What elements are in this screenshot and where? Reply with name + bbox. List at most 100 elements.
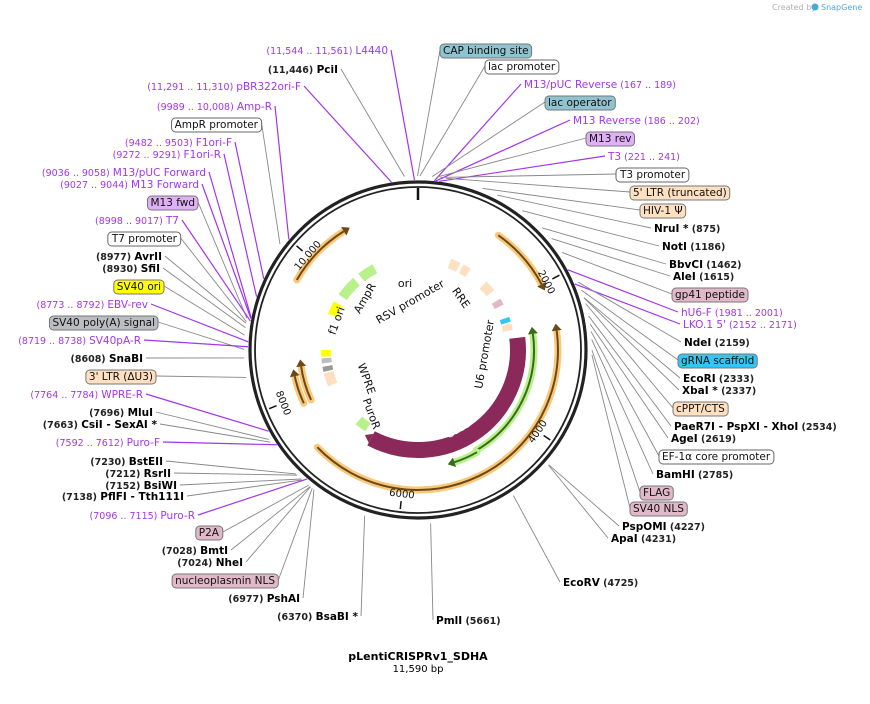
svg-text:(8998 .. 9017) T7: (8998 .. 9017) T7 — [95, 215, 179, 227]
label-m13-fwd[interactable]: M13 fwd — [146, 195, 199, 211]
leader-line — [181, 219, 251, 322]
label-p2a[interactable]: P2A — [195, 525, 224, 541]
label-t7-promoter[interactable]: T7 promoter — [107, 231, 182, 247]
label-cap-binding-site[interactable]: CAP binding site — [439, 43, 533, 59]
label-sv40pa-r[interactable]: (8719 .. 8738) SV40pA-R — [18, 335, 141, 347]
label-bsabi[interactable]: (6370) BsaBI * — [277, 611, 358, 623]
label-bsiwi[interactable]: (7152) BsiWI — [105, 480, 177, 492]
svg-text:ApaI (4231): ApaI (4231) — [611, 533, 676, 545]
label-lac-operator[interactable]: lac operator — [544, 95, 616, 111]
label-sv40-poly-a-signal[interactable]: SV40 poly(A) signal — [48, 315, 159, 331]
label-5-ltr-truncated[interactable]: 5' LTR (truncated) — [629, 185, 731, 201]
leader-line — [589, 323, 669, 439]
inner-label-u6-promoter[interactable]: U6 promoter — [472, 319, 497, 390]
svg-text:(7212) RsrII: (7212) RsrII — [105, 468, 171, 480]
label-ecori[interactable]: EcoRI (2333) — [683, 373, 754, 385]
label-flag[interactable]: FLAG — [639, 485, 674, 501]
label-xbai[interactable]: XbaI * (2337) — [682, 385, 756, 397]
label-pflfi-tth111i[interactable]: (7138) PflFI - Tth111I — [62, 491, 184, 503]
label-m13-puc-reverse[interactable]: M13/pUC Reverse (167 .. 189) — [524, 79, 676, 91]
snapgene-credit[interactable]: Created by SnapGene — [772, 3, 862, 12]
label-t3[interactable]: T3 (221 .. 241) — [607, 151, 680, 163]
label-location: (8998 .. 9017) — [95, 216, 166, 227]
label-name: 5' LTR (truncated) — [633, 187, 727, 199]
svg-text:(9272 .. 9291) F1ori-R: (9272 .. 9291) F1ori-R — [113, 149, 221, 161]
inner-label-f1-ori[interactable]: f1 ori — [326, 305, 348, 336]
label-sv40-nls[interactable]: SV40 NLS — [629, 501, 688, 517]
label-ampr-promoter[interactable]: AmpR promoter — [171, 117, 263, 133]
label-mlui[interactable]: (7696) MluI — [89, 407, 153, 419]
label-hiv-1[interactable]: HIV-1 Ψ — [639, 203, 687, 219]
label-paer7i-pspxi-xhoi[interactable]: PaeR7I - PspXI - XhoI (2534) — [674, 421, 837, 433]
inner-label-ori[interactable]: ori — [398, 277, 412, 290]
leader-line — [180, 237, 247, 322]
label-gp41-peptide[interactable]: gp41 peptide — [671, 287, 749, 303]
label-amp-r[interactable]: (9989 .. 10,008) Amp-R — [157, 101, 272, 113]
label-nrui[interactable]: NruI * (875) — [654, 223, 720, 235]
label-apai[interactable]: ApaI (4231) — [611, 533, 676, 545]
label-name: NruI * — [654, 223, 689, 235]
label-nhei[interactable]: (7024) NheI — [177, 557, 243, 569]
label-ef-1-core-promoter[interactable]: EF-1α core promoter — [658, 449, 775, 465]
label-wpre-r[interactable]: (7764 .. 7784) WPRE-R — [30, 389, 143, 401]
label-noti[interactable]: NotI (1186) — [662, 241, 725, 253]
label-grna-scaffold[interactable]: gRNA scaffold — [677, 353, 758, 369]
label-bmti[interactable]: (7028) BmtI — [162, 545, 228, 557]
label-ebv-rev[interactable]: (8773 .. 8792) EBV-rev — [36, 299, 148, 311]
label-csii-sexai[interactable]: (7663) CsiI - SexAI * — [43, 419, 158, 431]
label-puro-f[interactable]: (7592 .. 7612) Puro-F — [56, 437, 160, 449]
svg-text:(7663) CsiI - SexAI *: (7663) CsiI - SexAI * — [43, 419, 158, 431]
label-agei[interactable]: AgeI (2619) — [671, 433, 736, 445]
label-3-ltr-u3[interactable]: 3' LTR (ΔU3) — [85, 369, 157, 385]
label-bbvci[interactable]: BbvCI (1462) — [669, 259, 741, 271]
label-name: pBR322ori-F — [236, 81, 301, 93]
label-location: (11,291 .. 11,310) — [147, 82, 236, 93]
label-snabi[interactable]: (8608) SnaBI — [71, 353, 143, 365]
label-sv40-ori[interactable]: SV40 ori — [113, 279, 165, 295]
label-pshai[interactable]: (6977) PshAI — [228, 593, 300, 605]
label-name: XbaI * — [682, 385, 718, 397]
label-lac-promoter[interactable]: lac promoter — [484, 59, 560, 75]
label-m13-reverse[interactable]: M13 Reverse (186 .. 202) — [573, 115, 700, 127]
leader-line — [173, 472, 298, 476]
label-ecorv[interactable]: EcoRV (4725) — [563, 577, 638, 589]
label-rsrii[interactable]: (7212) RsrII — [105, 468, 171, 480]
label-sfii[interactable]: (8930) SfiI — [102, 263, 160, 275]
svg-text:SV40 ori: SV40 ori — [117, 281, 161, 293]
label-f1ori-r[interactable]: (9272 .. 9291) F1ori-R — [113, 149, 221, 161]
label-cppt-cts[interactable]: cPPT/CTS — [672, 401, 729, 417]
leader-line — [551, 238, 671, 277]
label-t7[interactable]: (8998 .. 9017) T7 — [95, 215, 179, 227]
label-avrii[interactable]: (8977) AvrII — [96, 251, 162, 263]
label-f1ori-f[interactable]: (9482 .. 9503) F1ori-F — [125, 137, 232, 149]
label-pspomi[interactable]: PspOMI (4227) — [622, 521, 705, 533]
inner-feature-block — [323, 370, 338, 387]
label-location: (11,544 .. 11,561) — [266, 46, 355, 57]
label-pbr322ori-f[interactable]: (11,291 .. 11,310) pBR322ori-F — [147, 81, 301, 93]
label-puro-r[interactable]: (7096 .. 7115) Puro-R — [90, 510, 195, 522]
label-bsteii[interactable]: (7230) BstEII — [90, 456, 163, 468]
label-pmli[interactable]: PmlI (5661) — [436, 615, 501, 627]
label-hu6-f[interactable]: hU6-F (1981 .. 2001) — [681, 307, 783, 319]
inner-label-rre[interactable]: RRE — [449, 285, 472, 311]
label-ndei[interactable]: NdeI (2159) — [684, 337, 750, 349]
inner-label-wpre[interactable]: WPRE — [355, 361, 378, 396]
orf-arrow — [497, 234, 543, 285]
svg-text:PaeR7I - PspXI - XhoI (253: PaeR7I - PspXI - XhoI (2534) — [674, 421, 837, 433]
label-location: (2333) — [716, 374, 754, 385]
label-alei[interactable]: AleI (1615) — [673, 271, 734, 283]
leader-line — [581, 289, 679, 361]
label-m13-rev[interactable]: M13 rev — [585, 131, 636, 147]
feature-box — [658, 449, 775, 465]
label-name: M13 fwd — [150, 197, 195, 209]
svg-text:XbaI * (2337): XbaI * (2337) — [682, 385, 756, 397]
label-lko-1-5[interactable]: LKO.1 5' (2152 .. 2171) — [683, 319, 797, 331]
label-m13-puc-forward[interactable]: (9036 .. 9058) M13/pUC Forward — [42, 167, 206, 179]
label-bamhi[interactable]: BamHI (2785) — [656, 469, 733, 481]
label-m13-forward[interactable]: (9027 .. 9044) M13 Forward — [60, 179, 199, 191]
label-t3-promoter[interactable]: T3 promoter — [615, 167, 690, 183]
svg-text:(7592 .. 7612) Puro-F: (7592 .. 7612) Puro-F — [56, 437, 160, 449]
label-pcii[interactable]: (11,446) PciI — [268, 64, 338, 76]
label-nucleoplasmin-nls[interactable]: nucleoplasmin NLS — [171, 573, 279, 589]
label-l4440[interactable]: (11,544 .. 11,561) L4440 — [266, 45, 388, 57]
